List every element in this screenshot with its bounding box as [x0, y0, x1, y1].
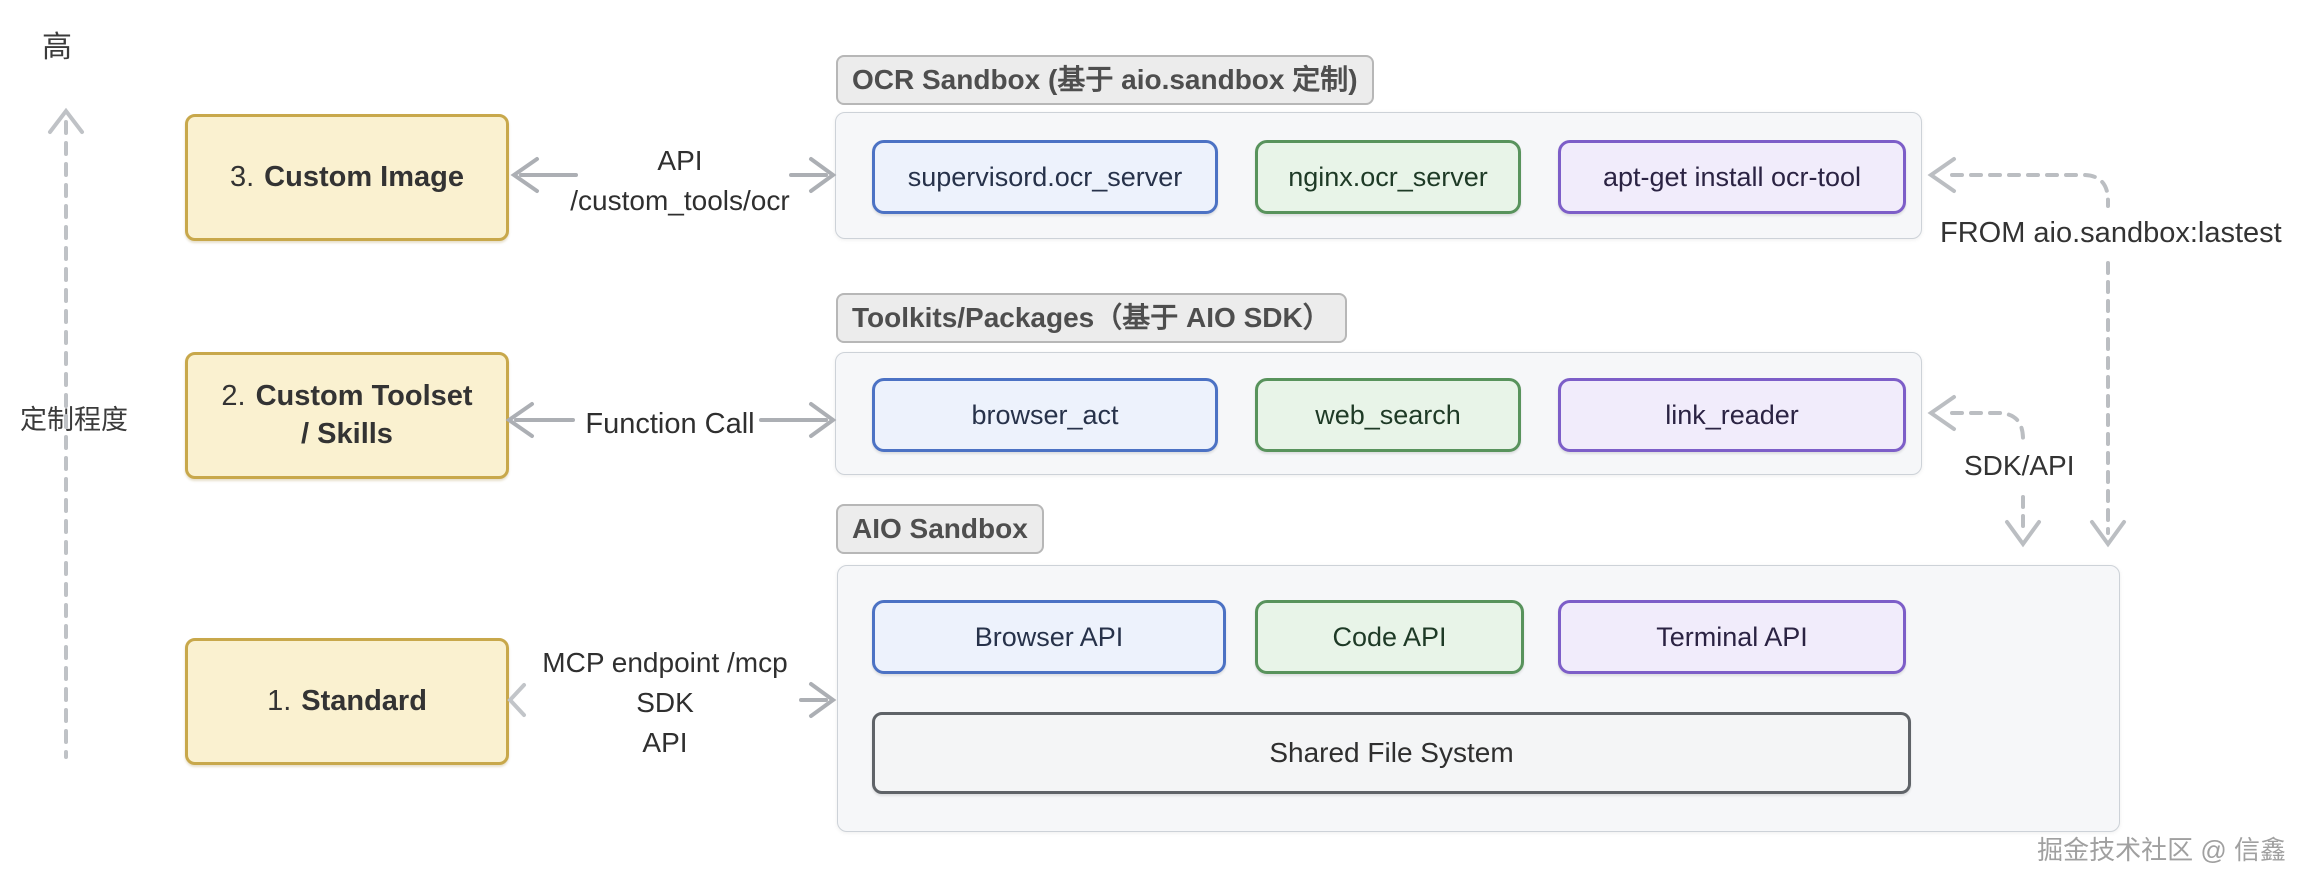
connection-line: API	[657, 145, 703, 176]
level-box-custom-toolset: 2. Custom Toolset / Skills	[185, 352, 509, 479]
box-nginx-ocr-server: nginx.ocr_server	[1255, 140, 1521, 214]
from-image-label: FROM aio.sandbox:lastest	[1940, 217, 2282, 249]
level-box-custom-image: 3. Custom Image	[185, 114, 509, 241]
connection-line: MCP endpoint /mcp	[542, 647, 788, 678]
level-number: 3.	[229, 160, 255, 193]
box-link-reader: link_reader	[1558, 378, 1906, 452]
level-line: 1. Standard	[267, 683, 427, 721]
box-browser-api: Browser API	[872, 600, 1226, 674]
level-box-standard: 1. Standard	[185, 638, 509, 765]
box-web-search: web_search	[1255, 378, 1521, 452]
level-line: 2. Custom Toolset	[221, 378, 472, 416]
level-line2: / Skills	[301, 417, 393, 450]
watermark: 掘金技术社区 @ 信鑫	[2037, 835, 2286, 865]
box-browser-act: browser_act	[872, 378, 1218, 452]
level-number: 1.	[267, 684, 292, 717]
box-code-api: Code API	[1255, 600, 1524, 674]
box-shared-file-system: Shared File System	[872, 712, 1911, 794]
axis-high-label: 高	[42, 31, 72, 64]
connection-label-standard: MCP endpoint /mcp SDK API	[520, 643, 810, 762]
connection-line: /custom_tools/ocr	[570, 184, 790, 216]
box-terminal-api: Terminal API	[1558, 600, 1906, 674]
group-label-aio-sandbox: AIO Sandbox	[836, 504, 1044, 554]
connection-line: SDK	[636, 686, 694, 718]
connection-label-custom-image: API /custom_tools/ocr	[545, 141, 815, 221]
axis-title: 定制程度	[20, 405, 128, 435]
connection-line: API	[642, 726, 688, 758]
level-line: 3. Custom Image	[230, 159, 464, 197]
connection-label-function-call: Function Call	[550, 404, 790, 445]
group-label-ocr-sandbox: OCR Sandbox (基于 aio.sandbox 定制)	[836, 55, 1374, 105]
box-supervisord-ocr-server: supervisord.ocr_server	[872, 140, 1218, 214]
level-title: Standard	[301, 684, 427, 717]
connection-line: Function Call	[585, 408, 755, 440]
sdk-api-label: SDK/API	[1964, 450, 2075, 481]
level-title: Custom Image	[264, 160, 464, 193]
level-number: 2.	[221, 379, 246, 412]
group-label-toolkits-packages: Toolkits/Packages（基于 AIO SDK）	[836, 293, 1347, 343]
box-apt-get-install-ocr-tool: apt-get install ocr-tool	[1558, 140, 1906, 214]
level-title: Custom Toolset	[255, 379, 473, 412]
